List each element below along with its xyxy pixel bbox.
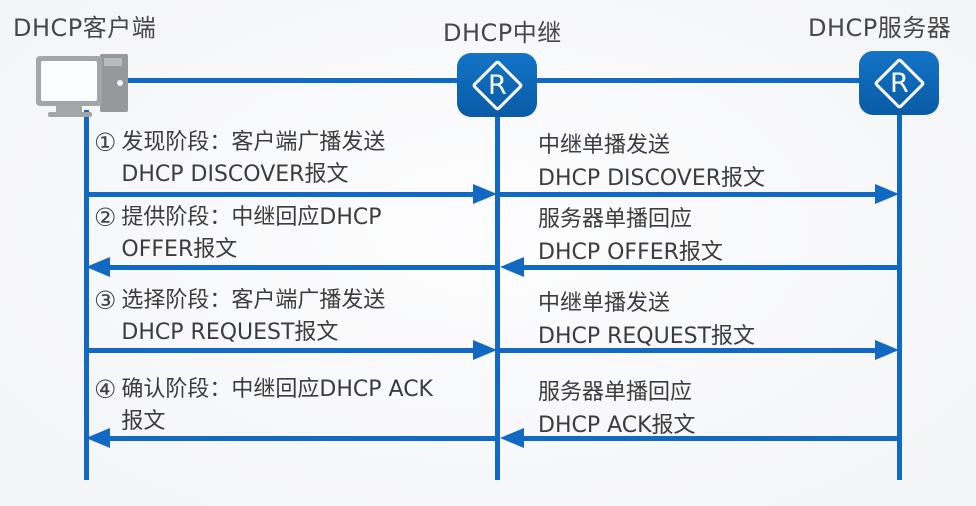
message-text-discover-right: 中继单播发送 DHCP DISCOVER报文 bbox=[538, 129, 765, 195]
server-lifeline bbox=[897, 110, 902, 480]
computer-monitor bbox=[36, 56, 102, 106]
arrowhead-left-icon bbox=[86, 428, 110, 448]
message-line2: DHCP OFFER报文 bbox=[538, 240, 723, 265]
computer-tower bbox=[100, 54, 128, 112]
message-line1: 中继单播发送 bbox=[538, 133, 671, 158]
message-line2: DHCP DISCOVER报文 bbox=[121, 162, 349, 187]
arrowhead-left-icon bbox=[500, 428, 524, 448]
relay-label: DHCP中继 bbox=[443, 19, 562, 47]
message-text-offer-right: 服务器单播回应 DHCP OFFER报文 bbox=[538, 203, 723, 269]
arrow-discover-client-relay bbox=[86, 192, 473, 197]
router-diamond: R bbox=[470, 58, 524, 112]
computer-base bbox=[48, 112, 92, 117]
arrow-offer-relay-client bbox=[110, 265, 497, 270]
message-line2: 报文 bbox=[121, 409, 166, 434]
message-line1: 发现阶段：客户端广播发送 bbox=[121, 130, 386, 155]
server-label: DHCP服务器 bbox=[808, 14, 952, 42]
relay-lifeline bbox=[495, 110, 500, 480]
client-lifeline bbox=[84, 110, 89, 480]
router-diamond: R bbox=[872, 56, 926, 110]
client-label: DHCP客户端 bbox=[13, 14, 157, 42]
computer-stand bbox=[56, 106, 82, 112]
message-line1: 服务器单播回应 bbox=[538, 380, 693, 405]
arrow-request-client-relay bbox=[86, 348, 473, 353]
message-line2: DHCP DISCOVER报文 bbox=[538, 166, 766, 191]
computer-screen bbox=[41, 61, 97, 101]
arrowhead-right-icon bbox=[473, 340, 497, 360]
message-line2: DHCP ACK报文 bbox=[538, 413, 696, 438]
step-number: ① bbox=[94, 128, 117, 157]
message-line1: 选择阶段：客户端广播发送 bbox=[121, 288, 386, 313]
message-text-request-right: 中继单播发送 DHCP REQUEST报文 bbox=[538, 287, 755, 353]
step-number: ④ bbox=[94, 375, 117, 404]
arrow-discover-relay-server bbox=[500, 192, 875, 197]
router-letter: R bbox=[487, 69, 507, 101]
computer-icon bbox=[36, 54, 130, 118]
message-line2: OFFER报文 bbox=[121, 237, 238, 262]
arrowhead-right-icon bbox=[875, 340, 899, 360]
arrow-ack-relay-client bbox=[110, 436, 497, 441]
router-icon: R bbox=[457, 53, 537, 117]
message-text-discover-left: ① 发现阶段：客户端广播发送 DHCP DISCOVER报文 bbox=[94, 127, 385, 191]
router-letter: R bbox=[889, 67, 909, 99]
arrowhead-left-icon bbox=[86, 257, 110, 277]
message-text-offer-left: ② 提供阶段：中继回应DHCP OFFER报文 bbox=[94, 202, 382, 266]
arrow-request-relay-server bbox=[500, 348, 875, 353]
arrow-offer-server-relay bbox=[524, 265, 899, 270]
arrowhead-right-icon bbox=[875, 184, 899, 204]
arrow-ack-server-relay bbox=[524, 436, 899, 441]
message-line2: DHCP REQUEST报文 bbox=[538, 324, 756, 349]
step-number: ② bbox=[94, 203, 117, 232]
arrowhead-left-icon bbox=[500, 257, 524, 277]
router-icon: R bbox=[859, 51, 939, 115]
step-number: ③ bbox=[94, 286, 117, 315]
message-text-ack-left: ④ 确认阶段：中继回应DHCP ACK 报文 bbox=[94, 374, 433, 438]
message-line1: 提供阶段：中继回应DHCP bbox=[121, 205, 382, 230]
arrowhead-right-icon bbox=[473, 184, 497, 204]
message-text-request-left: ③ 选择阶段：客户端广播发送 DHCP REQUEST报文 bbox=[94, 285, 385, 349]
message-line1: 中继单播发送 bbox=[538, 291, 671, 316]
message-text-ack-right: 服务器单播回应 DHCP ACK报文 bbox=[538, 376, 696, 442]
message-line2: DHCP REQUEST报文 bbox=[121, 320, 339, 345]
message-line1: 服务器单播回应 bbox=[538, 207, 693, 232]
message-line1: 确认阶段：中继回应DHCP ACK bbox=[121, 377, 433, 402]
